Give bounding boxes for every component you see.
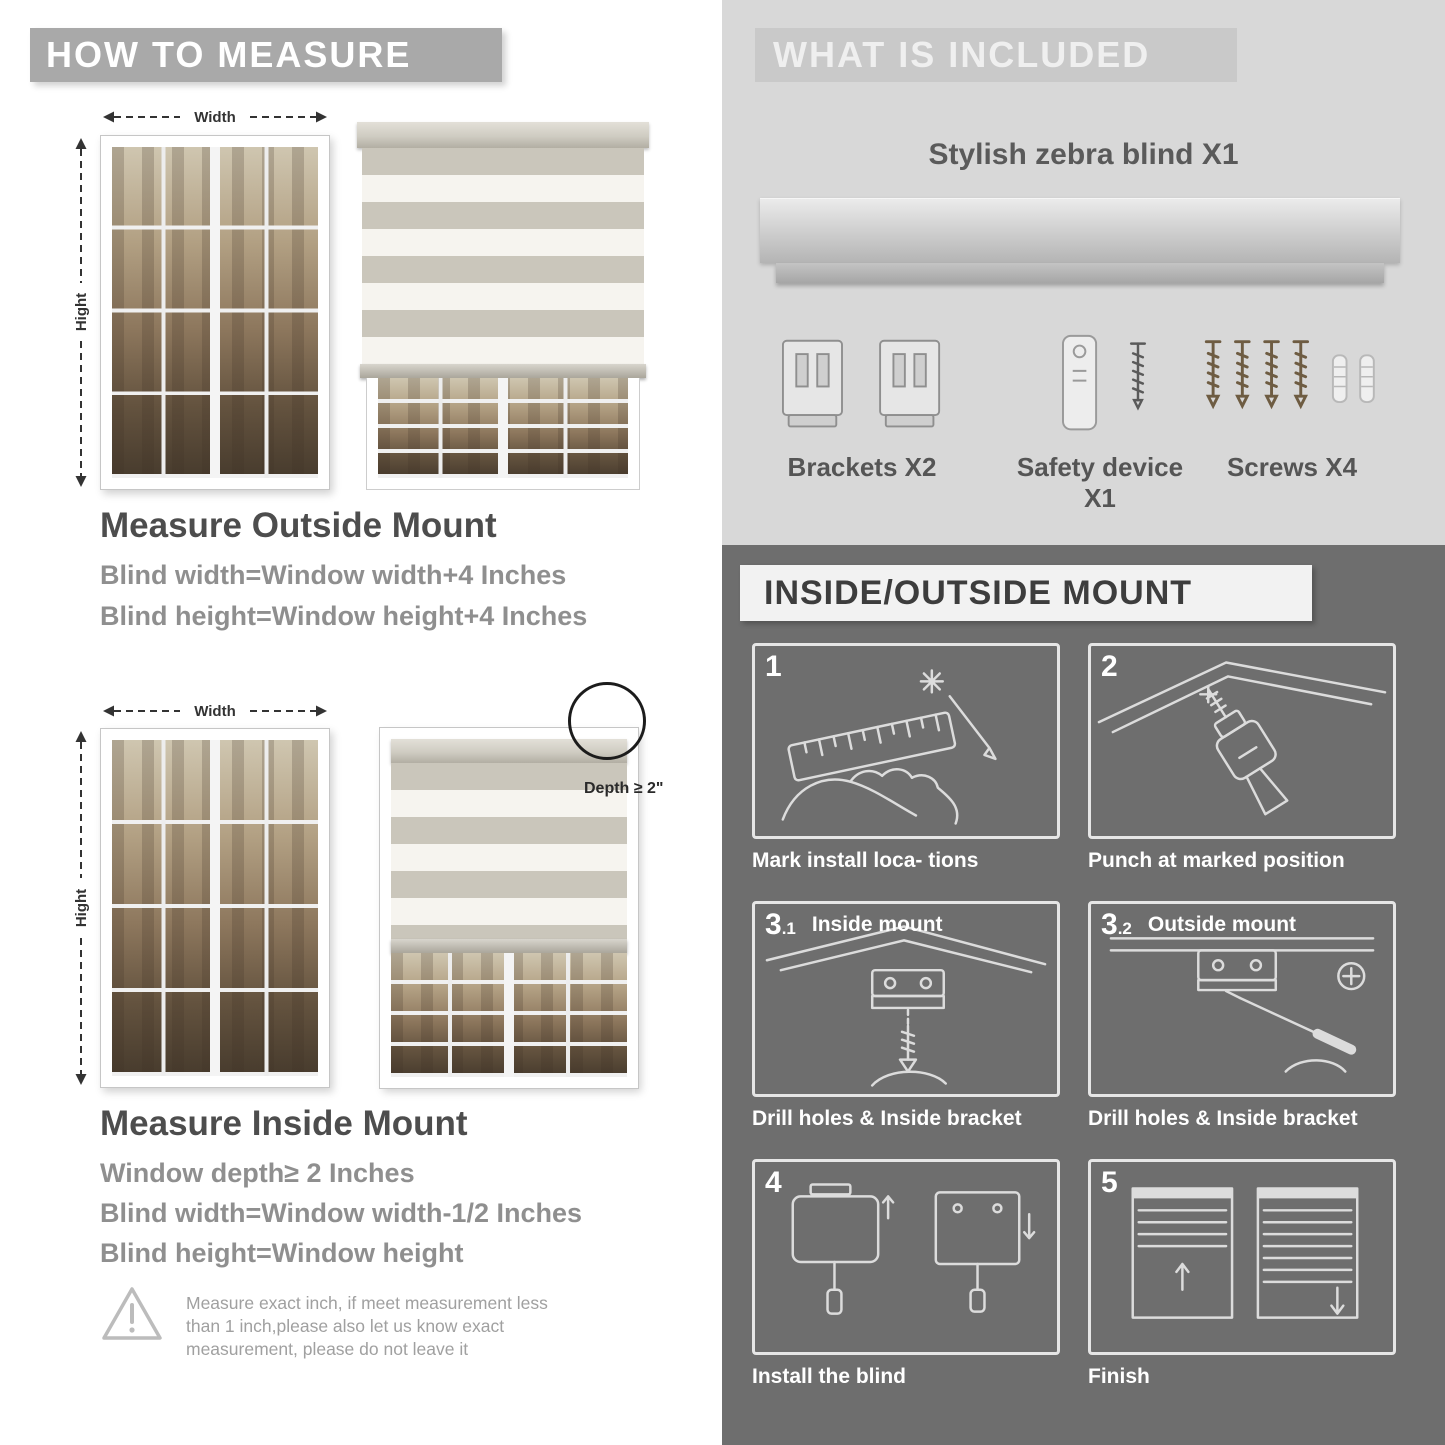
outside-formula-width: Blind width=Window width+4 Inches [100,560,567,590]
steps-grid: 1 [752,643,1396,1417]
zebra-blind-headrail-image [760,198,1400,283]
what-is-included-header: WHAT IS INCLUDED [755,28,1237,82]
step-number: 4 [765,1166,782,1199]
window-illustration-inside [100,728,330,1088]
inside-formula-depth: Window depth≥ 2 Inches [100,1158,415,1188]
window-panes [391,953,627,1077]
how-to-measure-header: HOW TO MEASURE [30,28,502,82]
what-is-included-section: WHAT IS INCLUDED Stylish zebra blind X1 [722,0,1445,545]
height-label: Hight [73,889,90,927]
step-4: 4 [752,1159,1060,1389]
width-label: Width [194,703,236,720]
headrail-lip [776,263,1384,283]
step-number: 1 [765,650,782,683]
brackets-label: Brackets X2 [787,452,937,482]
step-2-panel: 2 [1088,643,1396,839]
window-illustration-outside [100,135,330,490]
measure-warning: Measure exact inch, if meet measurement … [100,1284,548,1361]
right-column: WHAT IS INCLUDED Stylish zebra blind X1 [722,0,1445,1445]
step-5-caption: Finish [1088,1365,1150,1388]
zebra-blind-outside-illustration [357,122,649,490]
step-2-caption: Punch at marked position [1088,849,1345,872]
step-1-caption: Mark install loca- tions [752,849,979,872]
step-3-2-caption: Drill holes & Inside bracket [1088,1107,1358,1130]
inside-formula-width: Blind width=Window width-1/2 Inches [100,1198,583,1228]
included-item-brackets: Brackets X2 [762,330,962,483]
warning-text: Measure exact inch, if meet measurement … [186,1284,548,1361]
outside-formula-height: Blind height=Window height+4 Inches [100,601,588,631]
inside-mount-title: Measure Inside Mount [100,1104,468,1143]
mount-header: INSIDE/OUTSIDE MOUNT [740,565,1312,621]
screws-label: Screws X4 [1226,452,1358,482]
included-item-safety-device: Safety device X1 [1000,330,1200,514]
step-1-panel: 1 [752,643,1060,839]
screws-icon [1204,340,1375,410]
inside-formula-height: Blind height=Window height [100,1238,464,1268]
zebra-blind-inside-illustration [379,727,639,1089]
blind-cassette [357,122,649,148]
window-panes [378,378,628,478]
warning-line: Measure exact inch, if meet measurement … [186,1293,548,1313]
width-label: Width [194,109,236,126]
warning-triangle-icon [102,1287,162,1340]
safety-device-label: Safety device X1 [1016,452,1184,513]
blind-bottom-rail [391,939,627,953]
safety-device-icon [1062,334,1147,431]
step-4-caption: Install the blind [752,1365,907,1388]
step-number: 5 [1101,1166,1118,1199]
step-2: 2 [1088,643,1396,873]
step-1: 1 [752,643,1060,873]
blind-stripes [362,148,644,364]
height-dimension-arrow: Hight [73,731,90,1085]
step-5: 5 [1088,1159,1396,1389]
mount-instructions-section: INSIDE/OUTSIDE MOUNT 1 [722,545,1445,1445]
depth-label: Depth ≥ 2" [584,780,664,797]
inside-bracket-illustration [765,925,1047,1087]
window-panes [112,147,318,478]
brackets-icon [782,339,941,428]
height-dimension-arrow: Hight [73,138,90,487]
install-blind-illustration [791,1183,1036,1315]
warning-line: measurement, please do not leave it [186,1339,469,1359]
window-panes [112,740,318,1076]
step-3-1-caption: Drill holes & Inside bracket [752,1107,1022,1130]
step-number: 2 [1101,650,1118,683]
step-4-panel: 4 [752,1159,1060,1355]
blind-bottom-rail [360,364,646,378]
mark-location-illustration [781,669,997,825]
how-to-measure-section: HOW TO MEASURE Width Hight Mea [0,0,722,1445]
window-below-blind [366,378,640,490]
outside-bracket-illustration [1109,937,1375,1073]
outside-mount-title: Measure Outside Mount [100,506,497,545]
zebra-blind-item-label: Stylish zebra blind X1 [928,138,1239,171]
blind-stripes [391,763,627,939]
warning-line: than 1 inch,please also let us know exac… [186,1316,505,1336]
width-dimension-arrow: Width [103,703,327,720]
included-item-screws: Screws X4 [1192,330,1392,483]
step-5-panel: 5 [1088,1159,1396,1355]
depth-annotation-circle [568,682,646,760]
finish-illustration [1131,1187,1359,1319]
height-label: Hight [73,293,90,331]
drill-illustration [1097,661,1387,816]
width-dimension-arrow: Width [103,109,327,126]
